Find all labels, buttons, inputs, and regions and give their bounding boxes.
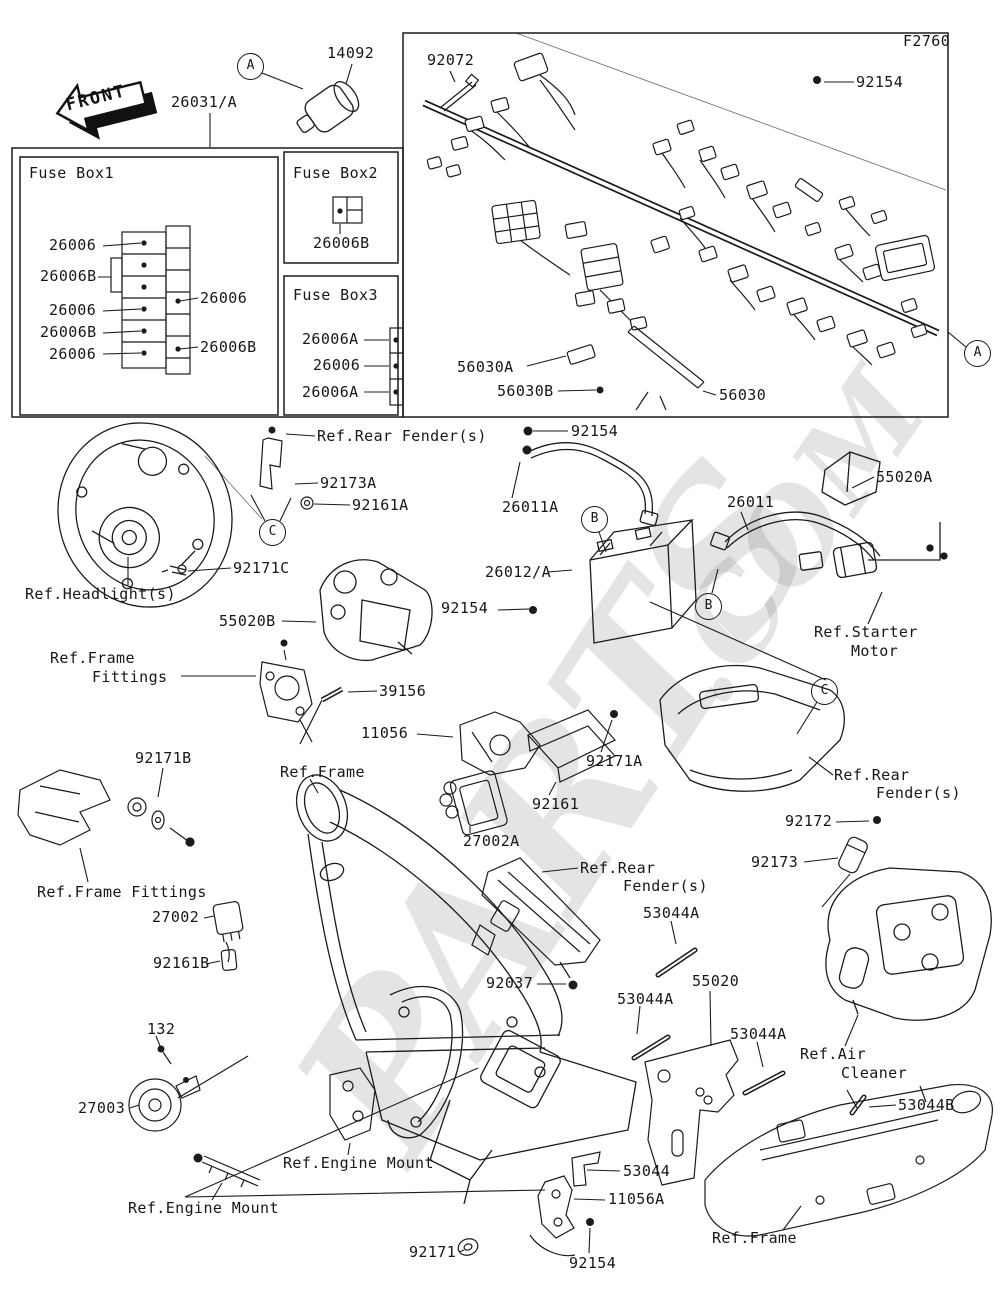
part-label-92154: 92154 [569,1254,617,1272]
part-label-fender-s: Fender(s) [623,877,708,895]
part-label-cleaner: Cleaner [841,1064,908,1082]
front-arrow-icon [55,80,158,140]
part-label-55020b: 55020B [219,612,276,630]
part-label-motor: Motor [851,642,899,660]
part-label-56030b: 56030B [497,382,554,400]
ref-label-ref-starter: Ref.Starter [814,623,918,641]
part-label-11056: 11056 [361,724,409,742]
part-label-f2760: F2760 [903,32,951,50]
part-label-92037: 92037 [486,974,534,992]
part-label-92154: 92154 [856,73,904,91]
part-label-53044a: 53044A [730,1025,787,1043]
part-label-11056a: 11056A [608,1190,665,1208]
part-label-92072: 92072 [427,51,475,69]
part-label-26006b: 26006B [40,267,97,285]
part-label-27003: 27003 [78,1099,126,1117]
ref-label-ref-air: Ref.Air [800,1045,867,1063]
part-label-26006a: 26006A [302,330,359,348]
part-label-56030: 56030 [719,386,767,404]
part-label-55020: 55020 [692,972,740,990]
ref-label-ref-engine-mount: Ref.Engine Mount [283,1154,434,1172]
part-label-26006: 26006 [49,301,97,319]
ref-label-ref-frame: Ref.Frame [50,649,135,667]
part-label-92173a: 92173A [320,474,377,492]
part-label-55020a: 55020A [876,468,933,486]
part-label-26031-a: 26031/A [171,93,238,111]
part-label-26006: 26006 [49,345,97,363]
ref-label-ref-frame: Ref.Frame [712,1229,797,1247]
part-label-92161: 92161 [532,795,580,813]
part-label-26011a: 26011A [502,498,559,516]
part-label-fittings: Fittings [92,668,168,686]
part-label-26006a: 26006A [302,383,359,401]
part-label-27002a: 27002A [463,832,520,850]
part-label-26006: 26006 [200,289,248,307]
circle-marker-c: C [811,678,838,705]
circle-marker-a: A [237,53,264,80]
ref-label-fuse-box2: Fuse Box2 [293,164,378,182]
part-label-39156: 39156 [379,682,427,700]
ref-label-ref-rear-fender-s: Ref.Rear Fender(s) [317,427,487,445]
part-label-92171c: 92171C [233,559,290,577]
circle-marker-c: C [259,519,286,546]
part-label-92171a: 92171A [586,752,643,770]
ref-label-ref-frame-fittings: Ref.Frame Fittings [37,883,207,901]
circle-marker-b: B [581,506,608,533]
ref-label-ref-engine-mount: Ref.Engine Mount [128,1199,279,1217]
part-label-53044: 53044 [623,1162,671,1180]
part-label-14092: 14092 [327,44,375,62]
circle-marker-b: B [695,593,722,620]
part-label-92161b: 92161B [153,954,210,972]
part-label-53044a: 53044A [617,990,674,1008]
part-label-26012-a: 26012/A [485,563,552,581]
ref-label-ref-rear: Ref.Rear [834,766,910,784]
part-label-132: 132 [147,1020,176,1038]
part-label-92154: 92154 [441,599,489,617]
ref-label-fuse-box3: Fuse Box3 [293,286,378,304]
ref-label-ref-headlight-s: Ref.Headlight(s) [25,585,176,603]
part-label-fender-s: Fender(s) [876,784,961,802]
part-label-26011: 26011 [727,493,775,511]
part-label-92172: 92172 [785,812,833,830]
ref-label-fuse-box1: Fuse Box1 [29,164,114,182]
ref-label-ref-rear: Ref.Rear [580,859,656,877]
part-label-53044b: 53044B [898,1096,955,1114]
part-label-26006: 26006 [313,356,361,374]
part-label-53044a: 53044A [643,904,700,922]
part-label-92171b: 92171B [135,749,192,767]
part-label-26006b: 26006B [40,323,97,341]
part-label-26006: 26006 [49,236,97,254]
ref-label-ref-frame: Ref.Frame [280,763,365,781]
part-label-26006b: 26006B [313,234,370,252]
part-label-92154: 92154 [571,422,619,440]
part-label-92161a: 92161A [352,496,409,514]
part-label-92173: 92173 [751,853,799,871]
part-label-26006b: 26006B [200,338,257,356]
circle-marker-a: A [964,340,991,367]
part-label-27002: 27002 [152,908,200,926]
part-label-92171: 92171 [409,1243,457,1261]
part-label-56030a: 56030A [457,358,514,376]
